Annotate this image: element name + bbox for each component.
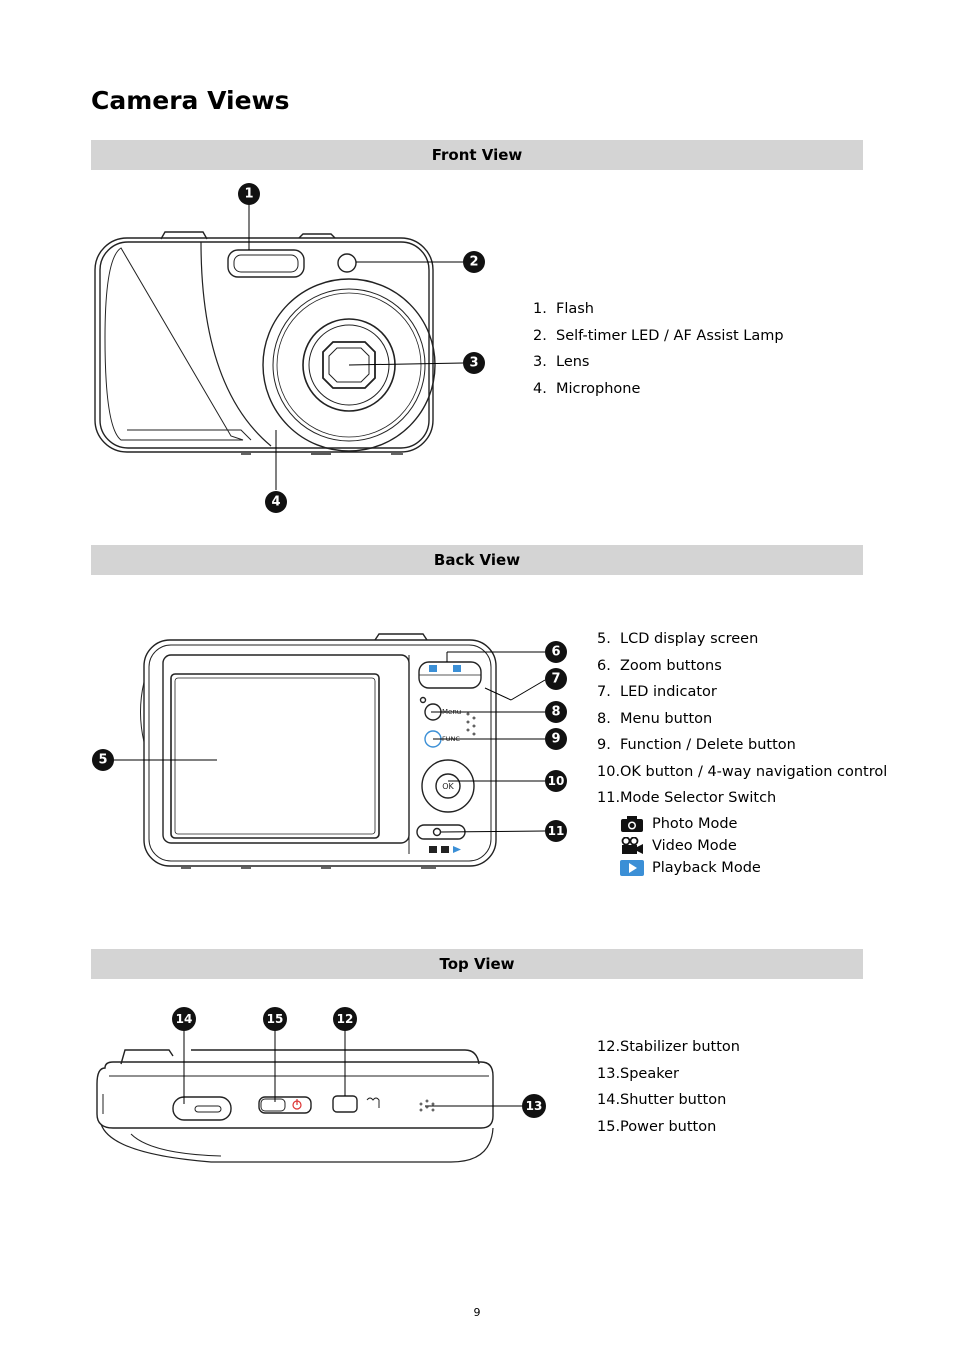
top-callout-13: 13 bbox=[522, 1094, 546, 1118]
svg-text:1: 1 bbox=[244, 187, 253, 202]
list-item: 7.LED indicator bbox=[597, 684, 717, 700]
svg-text:12: 12 bbox=[337, 1012, 354, 1026]
mode-item-photo: Photo Mode bbox=[620, 813, 761, 835]
svg-text:8: 8 bbox=[551, 705, 560, 720]
playback-mode-icon bbox=[620, 860, 644, 876]
camera-ok-label: OK bbox=[442, 782, 454, 791]
page-number: 9 bbox=[473, 1306, 481, 1319]
back-view-list: 5.LCD display screen 6.Zoom buttons 7.LE… bbox=[597, 626, 887, 812]
svg-text:14: 14 bbox=[176, 1012, 193, 1026]
list-item: 12.Stabilizer button bbox=[597, 1039, 740, 1055]
svg-text:6: 6 bbox=[551, 645, 560, 660]
svg-text:2: 2 bbox=[469, 255, 478, 270]
top-view-list: 12.Stabilizer button 13.Speaker 14.Shutt… bbox=[597, 1034, 740, 1140]
back-callout-11: 11 bbox=[545, 820, 567, 842]
list-item: 15.Power button bbox=[597, 1118, 717, 1135]
list-item: 13.Speaker bbox=[597, 1065, 679, 1082]
page-title: Camera Views bbox=[91, 86, 290, 115]
back-callout-5: 5 bbox=[92, 749, 114, 771]
mode-list: Photo Mode Video Mode Playback Mode bbox=[620, 813, 761, 879]
photo-mode-icon bbox=[621, 816, 643, 832]
front-callout-4: 4 bbox=[265, 491, 287, 513]
top-callout-14: 14 bbox=[172, 1007, 196, 1031]
front-view-heading: Front View bbox=[91, 140, 863, 170]
top-view-heading: Top View bbox=[91, 949, 863, 979]
svg-text:11: 11 bbox=[548, 824, 565, 838]
back-callout-9: 9 bbox=[545, 728, 567, 750]
back-callout-8: 8 bbox=[545, 701, 567, 723]
list-item: 6.Zoom buttons bbox=[597, 657, 722, 674]
front-callout-1: 1 bbox=[238, 183, 260, 205]
front-view-diagram: 1 2 3 4 bbox=[94, 183, 485, 513]
svg-text:9: 9 bbox=[551, 732, 560, 747]
list-item: 9.Function / Delete button bbox=[597, 737, 796, 753]
svg-text:3: 3 bbox=[469, 356, 478, 371]
video-mode-icon bbox=[621, 837, 643, 854]
back-callout-6: 6 bbox=[545, 641, 567, 663]
front-callout-3: 3 bbox=[463, 352, 485, 374]
mode-item-playback: Playback Mode bbox=[620, 857, 761, 879]
svg-text:13: 13 bbox=[526, 1099, 543, 1113]
list-item: 8.Menu button bbox=[597, 710, 713, 727]
svg-text:5: 5 bbox=[98, 753, 107, 768]
list-item: 2.Self-timer LED / AF Assist Lamp bbox=[533, 327, 784, 344]
svg-text:4: 4 bbox=[271, 495, 280, 510]
list-item: 3.Lens bbox=[533, 354, 590, 370]
back-callout-7: 7 bbox=[545, 668, 567, 690]
top-view-diagram: 14 15 12 13 bbox=[96, 1007, 546, 1163]
list-item: 10.OK button / 4-way navigation control bbox=[597, 763, 888, 780]
back-view-heading: Back View bbox=[91, 545, 863, 575]
top-callout-12: 12 bbox=[333, 1007, 357, 1031]
top-callout-15: 15 bbox=[263, 1007, 287, 1031]
list-item: 11.Mode Selector Switch bbox=[597, 790, 777, 806]
back-view-diagram: Menu FUNC OK 5 6 7 8 9 10 11 bbox=[92, 633, 567, 869]
svg-text:7: 7 bbox=[551, 672, 560, 687]
front-view-list: 1.Flash 2.Self-timer LED / AF Assist Lam… bbox=[533, 296, 784, 402]
list-item: 14.Shutter button bbox=[597, 1092, 727, 1108]
list-item: 1.Flash bbox=[533, 301, 594, 317]
front-callout-2: 2 bbox=[463, 251, 485, 273]
list-item: 4.Microphone bbox=[533, 380, 641, 397]
svg-text:15: 15 bbox=[267, 1012, 284, 1026]
svg-text:10: 10 bbox=[548, 774, 565, 788]
back-callout-10: 10 bbox=[545, 770, 567, 792]
mode-item-video: Video Mode bbox=[620, 835, 761, 857]
list-item: 5.LCD display screen bbox=[597, 631, 759, 647]
